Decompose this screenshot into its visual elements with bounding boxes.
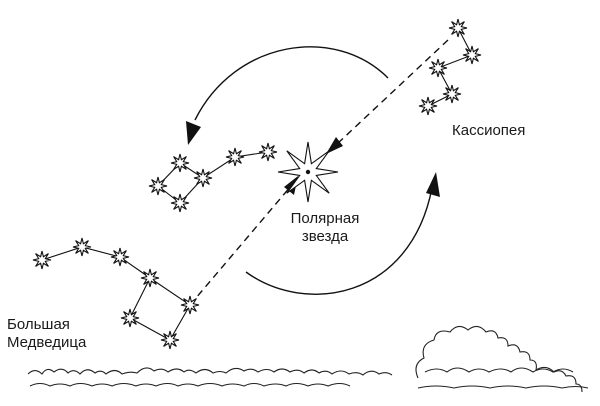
ursa-minor-star-2: [225, 147, 245, 167]
ursa-major-star-4: [140, 268, 160, 288]
ursa-major-star-6: [160, 330, 180, 350]
ursa-minor-star-6: [170, 193, 190, 213]
polaris-star: [277, 141, 339, 203]
ursa-minor-links: [157, 151, 269, 204]
polaris-center-dot: [305, 169, 311, 175]
ursa-major-links: [41, 246, 191, 341]
rotation-arrows: [186, 46, 440, 295]
rotation-arrowhead-bottom: [426, 172, 440, 197]
horizon-cloud-base-right: [417, 385, 589, 389]
horizon-clouds: [27, 325, 589, 393]
rotation-arc-bottom: [245, 187, 433, 295]
ursa-major-star-1: [32, 250, 52, 270]
cassiopeia-star-2: [462, 45, 482, 65]
rotation-arc-top: [194, 46, 389, 121]
pointer-line-cassiopeia: [335, 39, 449, 146]
stars: [32, 18, 482, 350]
cassiopeia-star-3: [428, 58, 448, 78]
cassiopeia-label-text: Кассиопея: [452, 122, 526, 139]
ursa-minor-star-3: [193, 168, 213, 188]
ursa-major-label-line1: Большая: [7, 316, 70, 333]
polaris-label: Полярная звезда: [270, 210, 380, 246]
cassiopeia-star-4: [442, 84, 462, 104]
horizon-cloud-mass-right: [415, 325, 583, 393]
cassiopeia-star-1: [448, 18, 468, 38]
pointer-arrowhead-cassiopeia: [326, 137, 343, 154]
ursa-major-label: Большая Медведица: [7, 316, 86, 352]
polaris-label-line1: Полярная: [290, 210, 360, 227]
cassiopeia-star-5: [418, 96, 438, 116]
ursa-major-star-7: [120, 308, 140, 328]
pointer-line-ursa-major: [189, 185, 292, 306]
horizon-cloud-row-upper: [27, 367, 393, 376]
ursa-major-star-5: [180, 295, 200, 315]
horizon-cloud-puffs-right: [424, 367, 574, 373]
polaris-label-line2: звезда: [301, 228, 349, 245]
rotation-arrowhead-top: [186, 121, 201, 145]
ursa-minor-star-4: [170, 153, 190, 173]
pointer-lines: [189, 39, 449, 306]
horizon-cloud-row-lower: [29, 382, 351, 387]
cassiopeia-label: Кассиопея: [452, 122, 525, 140]
ursa-major-star-2: [72, 237, 92, 257]
ursa-minor-star-1: [258, 142, 278, 162]
ursa-major-label-line2: Медведица: [7, 334, 87, 351]
ursa-minor-star-5: [148, 176, 168, 196]
pointer-arrowhead-ursa-major: [284, 176, 298, 195]
ursa-major-star-3: [110, 247, 130, 267]
